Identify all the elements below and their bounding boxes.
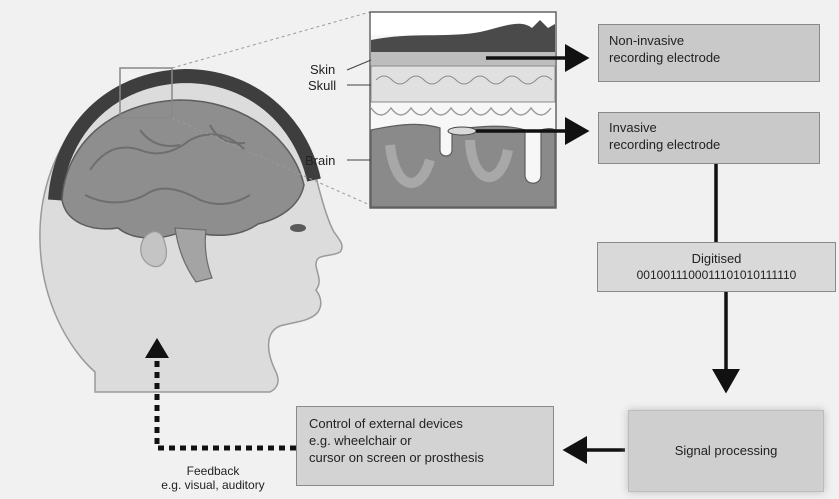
signal-processing-box: Signal processing	[628, 410, 824, 492]
skull-label: Skull	[308, 78, 336, 93]
signal-processing-label: Signal processing	[629, 442, 823, 459]
brain-label: Brain	[305, 153, 335, 168]
invasive-subtitle: recording electrode	[609, 136, 819, 153]
eye	[290, 224, 306, 232]
feedback-examples: e.g. visual, auditory	[128, 478, 298, 492]
control-box: Control of external devices e.g. wheelch…	[296, 406, 554, 486]
head-illustration	[40, 70, 342, 392]
non-invasive-electrode-box: Non-invasive recording electrode	[598, 24, 820, 82]
non-invasive-subtitle: recording electrode	[609, 49, 819, 66]
feedback-label: Feedback e.g. visual, auditory	[128, 464, 298, 492]
invasive-electrode	[448, 127, 476, 135]
ear	[141, 232, 167, 267]
digitised-box: Digitised 0010011100011101010111110	[597, 242, 836, 292]
skin-leader	[347, 60, 371, 70]
invasive-title: Invasive	[609, 119, 819, 136]
digitised-title: Digitised	[598, 250, 835, 267]
control-title: Control of external devices	[309, 415, 553, 432]
binary-code: 0010011100011101010111110	[598, 267, 835, 284]
control-example-line2: cursor on screen or prosthesis	[309, 449, 553, 466]
control-example-line1: e.g. wheelchair or	[309, 432, 553, 449]
invasive-electrode-box: Invasive recording electrode	[598, 112, 820, 164]
zoom-guide-top	[172, 12, 370, 68]
cross-section-inset	[370, 12, 556, 208]
non-invasive-title: Non-invasive	[609, 32, 819, 49]
feedback-title: Feedback	[128, 464, 298, 478]
skin-label: Skin	[310, 62, 335, 77]
